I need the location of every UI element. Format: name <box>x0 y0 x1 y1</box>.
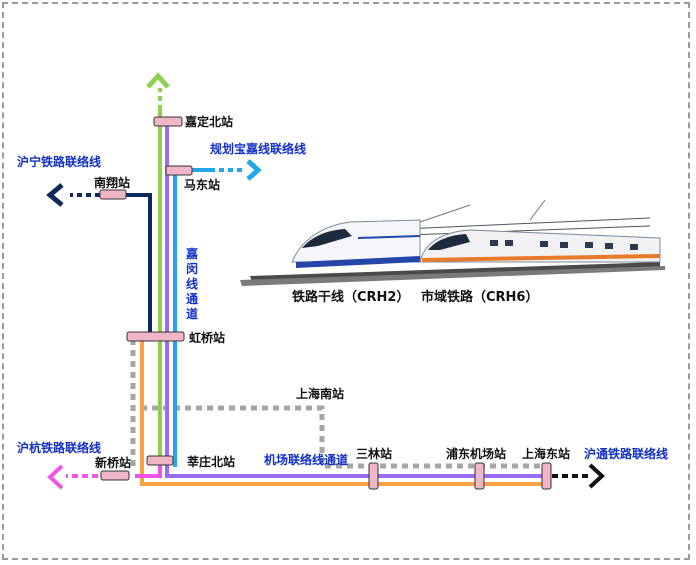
station-label-huazhuang-north: 莘庄北站 <box>187 455 236 469</box>
train-illustration <box>240 199 665 286</box>
connector-label-bao-jia-plan: 规划宝嘉线联络线 <box>210 142 307 156</box>
station-marker-shanghai-east <box>541 462 552 490</box>
station-label-shanghai-east: 上海东站 <box>522 447 571 461</box>
station-label-shanghai-south: 上海南站 <box>296 387 345 401</box>
connector-label-jiamin-channel: 嘉闵线通道 <box>185 247 198 321</box>
connector-label-airport-channel: 机场联络线通道 <box>264 453 349 467</box>
station-marker-jiading-north <box>153 116 183 127</box>
orange-line <box>140 339 548 486</box>
airport-channel-line <box>130 339 542 469</box>
station-marker-hongqiao <box>126 331 185 342</box>
station-marker-xinqiao <box>100 470 130 481</box>
station-marker-sanlin <box>368 462 379 490</box>
station-label-nanxiang: 南翔站 <box>94 176 131 190</box>
connector-label-hu-hang: 沪杭铁路联络线 <box>17 441 102 455</box>
station-label-pudong-airport: 浦东机场站 <box>446 447 507 461</box>
caption-crh2: 铁路干线（CRH2） <box>292 290 410 305</box>
navy-line <box>46 183 152 339</box>
station-label-madong: 马东站 <box>184 178 221 192</box>
magenta-line <box>47 464 162 490</box>
hu-tong-connector-arrow <box>552 463 605 489</box>
station-label-hongqiao: 虹桥站 <box>189 331 226 345</box>
purple-line <box>165 122 546 478</box>
station-marker-madong <box>165 165 193 176</box>
caption-crh6: 市域铁路（CRH6） <box>421 290 539 305</box>
station-marker-nanxiang <box>99 189 127 200</box>
connector-label-hu-tong: 沪通铁路联络线 <box>584 447 669 461</box>
station-label-sanlin: 三林站 <box>356 447 393 461</box>
station-label-jiading-north: 嘉定北站 <box>185 115 234 129</box>
station-marker-huazhuang-north <box>146 455 174 466</box>
station-label-xinqiao: 新桥站 <box>95 456 132 470</box>
green-line <box>146 72 170 464</box>
connector-label-hu-ning: 沪宁铁路联络线 <box>17 155 102 169</box>
station-marker-pudong-airport <box>474 462 485 490</box>
